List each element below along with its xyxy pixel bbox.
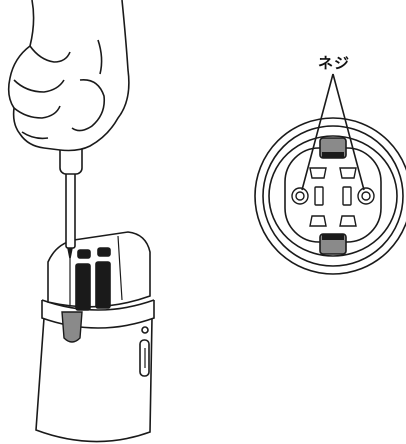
- inner-contacts: [309, 167, 357, 227]
- blade-slot-right: [95, 261, 111, 309]
- callout-leader-lines: [301, 73, 365, 191]
- top-view-unit: [254, 117, 406, 275]
- latch-tab: [61, 311, 83, 343]
- screw-right-icon: [357, 187, 375, 205]
- device-body: [35, 299, 155, 443]
- screw-left-icon: [291, 187, 309, 205]
- device-head: [47, 231, 151, 311]
- screw-callout-label: ネジ: [318, 54, 351, 72]
- blade-slot-left: [75, 263, 91, 311]
- hand-icon: [7, 0, 130, 152]
